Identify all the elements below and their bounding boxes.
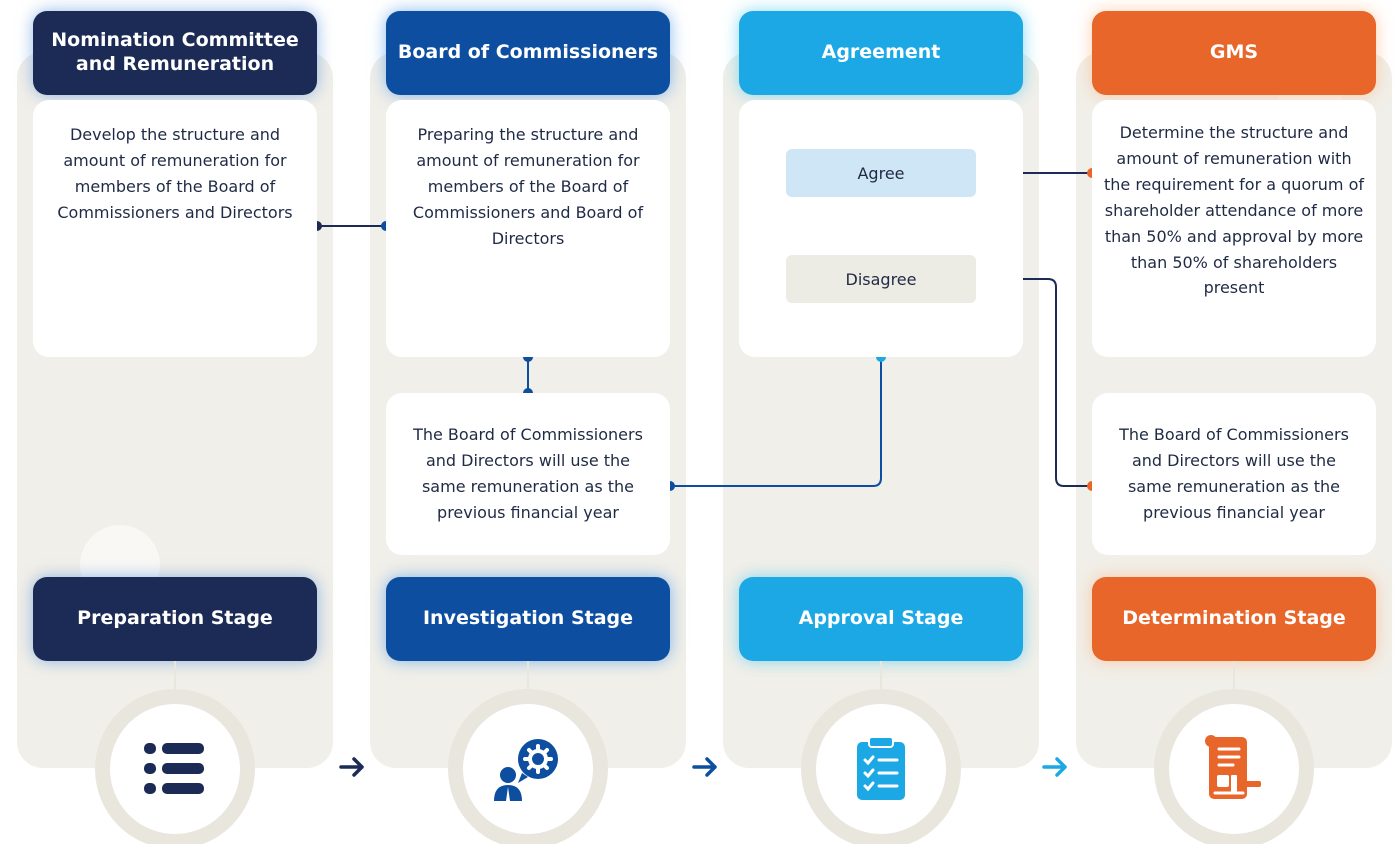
stem-determination	[1233, 661, 1235, 689]
option-disagree: Disagree	[786, 255, 976, 303]
header-agreement: Agreement	[739, 11, 1023, 95]
stem-approval	[880, 661, 882, 689]
person-gear-icon	[494, 739, 558, 801]
board-same-remuneration-text: The Board of Commissioners and Directors…	[413, 425, 643, 522]
option-agree: Agree	[786, 149, 976, 197]
icon-ring-approval	[801, 689, 961, 844]
stage-preparation: Preparation Stage	[33, 577, 317, 661]
clipboard-checklist-icon	[857, 736, 905, 800]
determination-description-text: Determine the structure and amount of re…	[1103, 123, 1365, 298]
header-nomination-committee: Nomination Committee and Remuneration	[33, 11, 317, 95]
list-icon	[144, 743, 204, 794]
card-board-same-remuneration: The Board of Commissioners and Directors…	[386, 393, 670, 555]
icon-ring-investigation	[448, 689, 608, 844]
preparation-description-text: Develop the structure and amount of remu…	[57, 125, 293, 222]
stage-investigation: Investigation Stage	[386, 577, 670, 661]
card-determination-same-remuneration: The Board of Commissioners and Directors…	[1092, 393, 1376, 555]
header-board-of-commissioners: Board of Commissioners	[386, 11, 670, 95]
card-agreement-options	[739, 100, 1023, 357]
icon-ring-determination	[1154, 689, 1314, 844]
scroll-document-icon	[1205, 735, 1261, 799]
arrow-right-icon	[1042, 757, 1067, 777]
icon-ring-preparation	[95, 689, 255, 844]
arrow-right-icon	[339, 757, 364, 777]
investigation-description-text: Preparing the structure and amount of re…	[412, 125, 644, 248]
card-preparation-description: Develop the structure and amount of remu…	[33, 100, 317, 357]
determination-same-remuneration-text: The Board of Commissioners and Directors…	[1119, 425, 1349, 522]
arrow-right-icon	[692, 757, 717, 777]
card-determination-description: Determine the structure and amount of re…	[1092, 100, 1376, 357]
card-investigation-description: Preparing the structure and amount of re…	[386, 100, 670, 357]
stage-determination: Determination Stage	[1092, 577, 1376, 661]
stem-preparation	[174, 661, 176, 689]
stem-investigation	[527, 661, 529, 689]
header-gms: GMS	[1092, 11, 1376, 95]
stage-approval: Approval Stage	[739, 577, 1023, 661]
